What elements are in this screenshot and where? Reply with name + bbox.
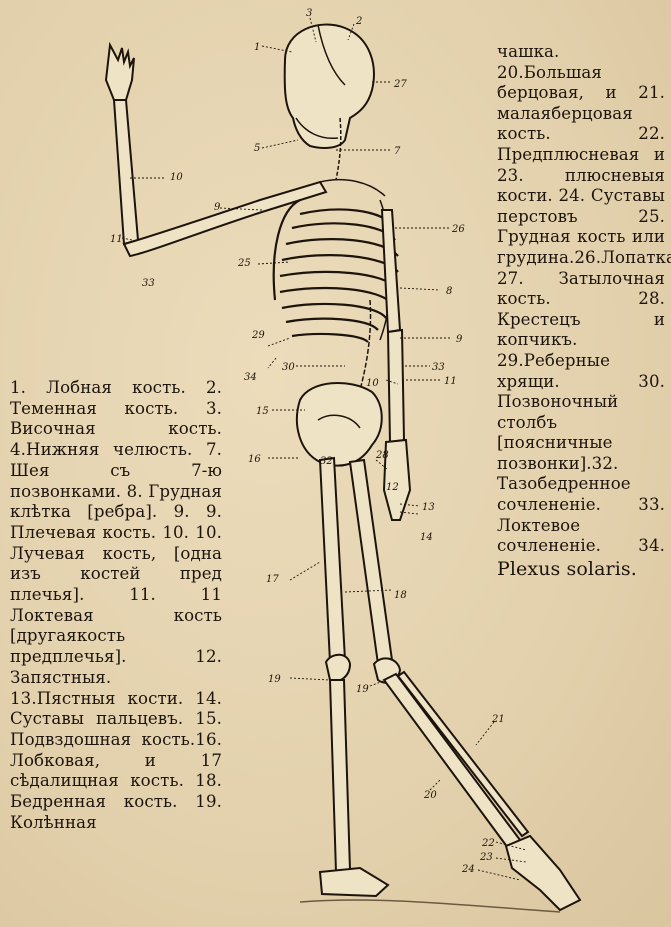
figure-label-15: 15 xyxy=(256,406,269,417)
figure-label-19a: 19 xyxy=(268,674,281,685)
figure-label-28: 28 xyxy=(375,450,389,461)
raised-humerus xyxy=(124,182,326,256)
figure-label-34: 34 xyxy=(244,372,257,383)
figure-label-12: 12 xyxy=(386,482,399,493)
figure-label-3: 3 xyxy=(306,8,312,19)
figure-label-14: 14 xyxy=(420,532,433,543)
skull xyxy=(285,25,374,148)
figure-label-25: 25 xyxy=(237,258,251,269)
figure-label-17: 17 xyxy=(266,574,279,585)
figure-label-27: 27 xyxy=(393,79,407,90)
legend-left-text: 1. Лобная кость. 2. Теменная кость. 3. В… xyxy=(10,378,222,833)
back-tibia xyxy=(330,680,350,872)
clavicle xyxy=(320,180,385,196)
figure-label-29: 29 xyxy=(251,330,265,341)
figure-label-30: 30 xyxy=(282,362,295,373)
figure-label-11b: 11 xyxy=(444,376,457,387)
figure-label-11a: 11 xyxy=(110,234,123,245)
figure-label-13: 13 xyxy=(422,502,435,513)
rib-cage xyxy=(274,200,398,342)
legend-right: чашка. 20.Большая берцовая, и 21. малаяб… xyxy=(497,42,665,580)
raised-hand xyxy=(106,45,134,100)
hanging-forearm xyxy=(388,330,404,442)
figure-label-18: 18 xyxy=(394,590,407,601)
pelvis xyxy=(297,383,382,466)
lumbar-spine xyxy=(360,300,371,390)
figure-label-5: 5 xyxy=(254,143,260,154)
figure-label-24: 24 xyxy=(461,864,475,875)
figure-label-16: 16 xyxy=(248,454,261,465)
figure-label-21: 21 xyxy=(491,714,505,725)
ground-line xyxy=(300,900,560,912)
figure-label-10b: 10 xyxy=(366,378,379,389)
back-patella xyxy=(326,655,350,681)
figure-label-9b: 9 xyxy=(456,334,463,345)
figure-label-33a: 33 xyxy=(142,278,155,289)
raised-forearm xyxy=(114,100,138,244)
figure-label-2: 2 xyxy=(355,16,362,27)
figure-label-23: 23 xyxy=(479,852,493,863)
figure-label-10a: 10 xyxy=(170,172,183,183)
back-femur xyxy=(320,458,345,662)
front-foot xyxy=(506,836,580,910)
figure-label-8: 8 xyxy=(446,286,452,297)
legend-right-text: чашка. 20.Большая берцовая, и 21. малаяб… xyxy=(497,42,671,555)
figure-label-32: 32 xyxy=(320,456,333,467)
figure-label-20: 20 xyxy=(423,790,437,801)
front-tibia xyxy=(384,674,520,848)
figure-label-22: 22 xyxy=(481,838,495,849)
figure-label-9a: 9 xyxy=(214,202,221,213)
figure-label-26: 26 xyxy=(451,224,465,235)
figure-label-19b: 19 xyxy=(356,684,369,695)
figure-label-33b: 33 xyxy=(432,362,445,373)
figure-label-7: 7 xyxy=(394,146,401,157)
front-fibula xyxy=(398,672,528,836)
legend-right-end: Plexus solaris. xyxy=(497,559,637,580)
figure-label-1: 1 xyxy=(254,42,260,53)
back-foot xyxy=(320,868,388,896)
